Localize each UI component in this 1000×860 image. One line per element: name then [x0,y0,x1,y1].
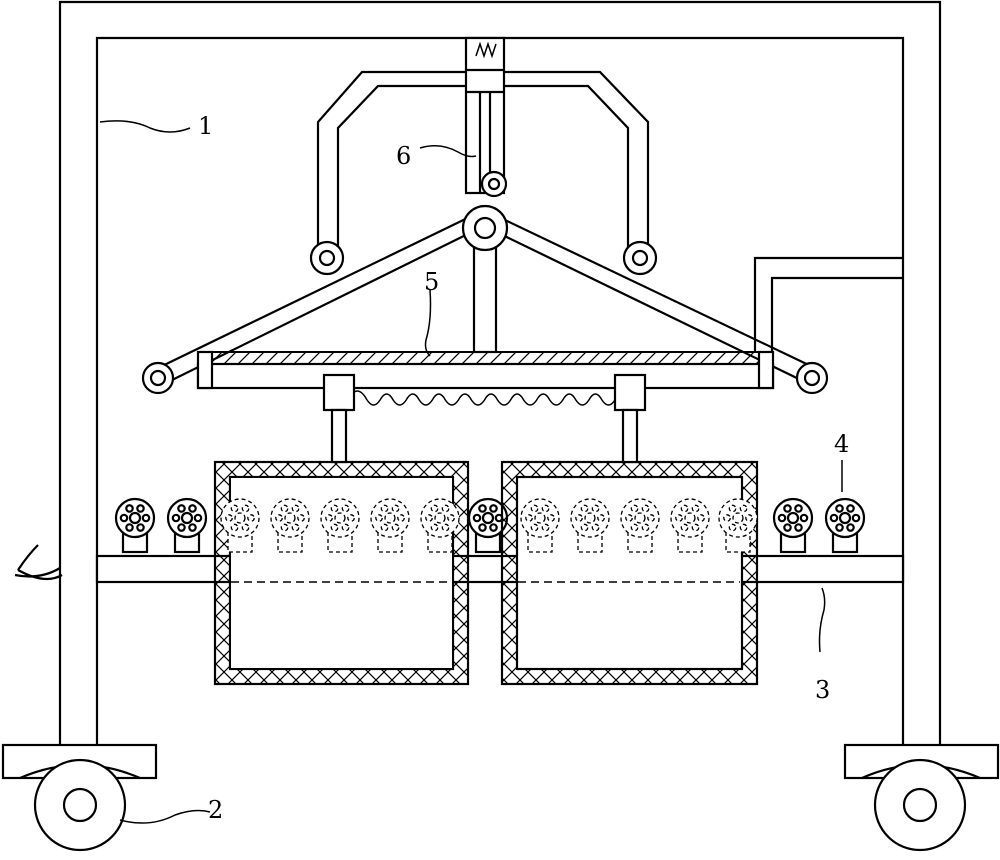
roller [824,497,866,554]
label-screw-plate: 5 [424,268,439,296]
roller [270,498,310,553]
roller [718,498,758,553]
lifting-arms [309,70,658,276]
cylinder [464,36,508,198]
screw-plate [196,256,903,464]
roller [670,498,710,553]
label-cylinder: 6 [396,142,411,170]
roller [114,497,156,554]
roller [166,497,208,554]
roller [320,498,360,553]
right-wheel-assembly [843,743,1000,852]
leader-lines [99,120,843,824]
roller [467,497,509,554]
roller [772,497,814,554]
label-frame: 1 [198,112,213,140]
right-basket [500,460,759,686]
roller [420,498,460,553]
power-cable [14,544,63,581]
roller [370,498,410,553]
roller [620,498,660,553]
roller-row [114,497,866,554]
left-basket [213,460,470,686]
hidden-rollers [220,498,758,553]
lifting-triangle [141,204,829,395]
roller [520,498,560,553]
label-conveyor-table: 3 [815,676,830,704]
label-wheel: 2 [208,796,223,824]
left-wheel-assembly [1,743,158,852]
label-roller: 4 [834,430,849,458]
roller [220,498,260,553]
roller [570,498,610,553]
